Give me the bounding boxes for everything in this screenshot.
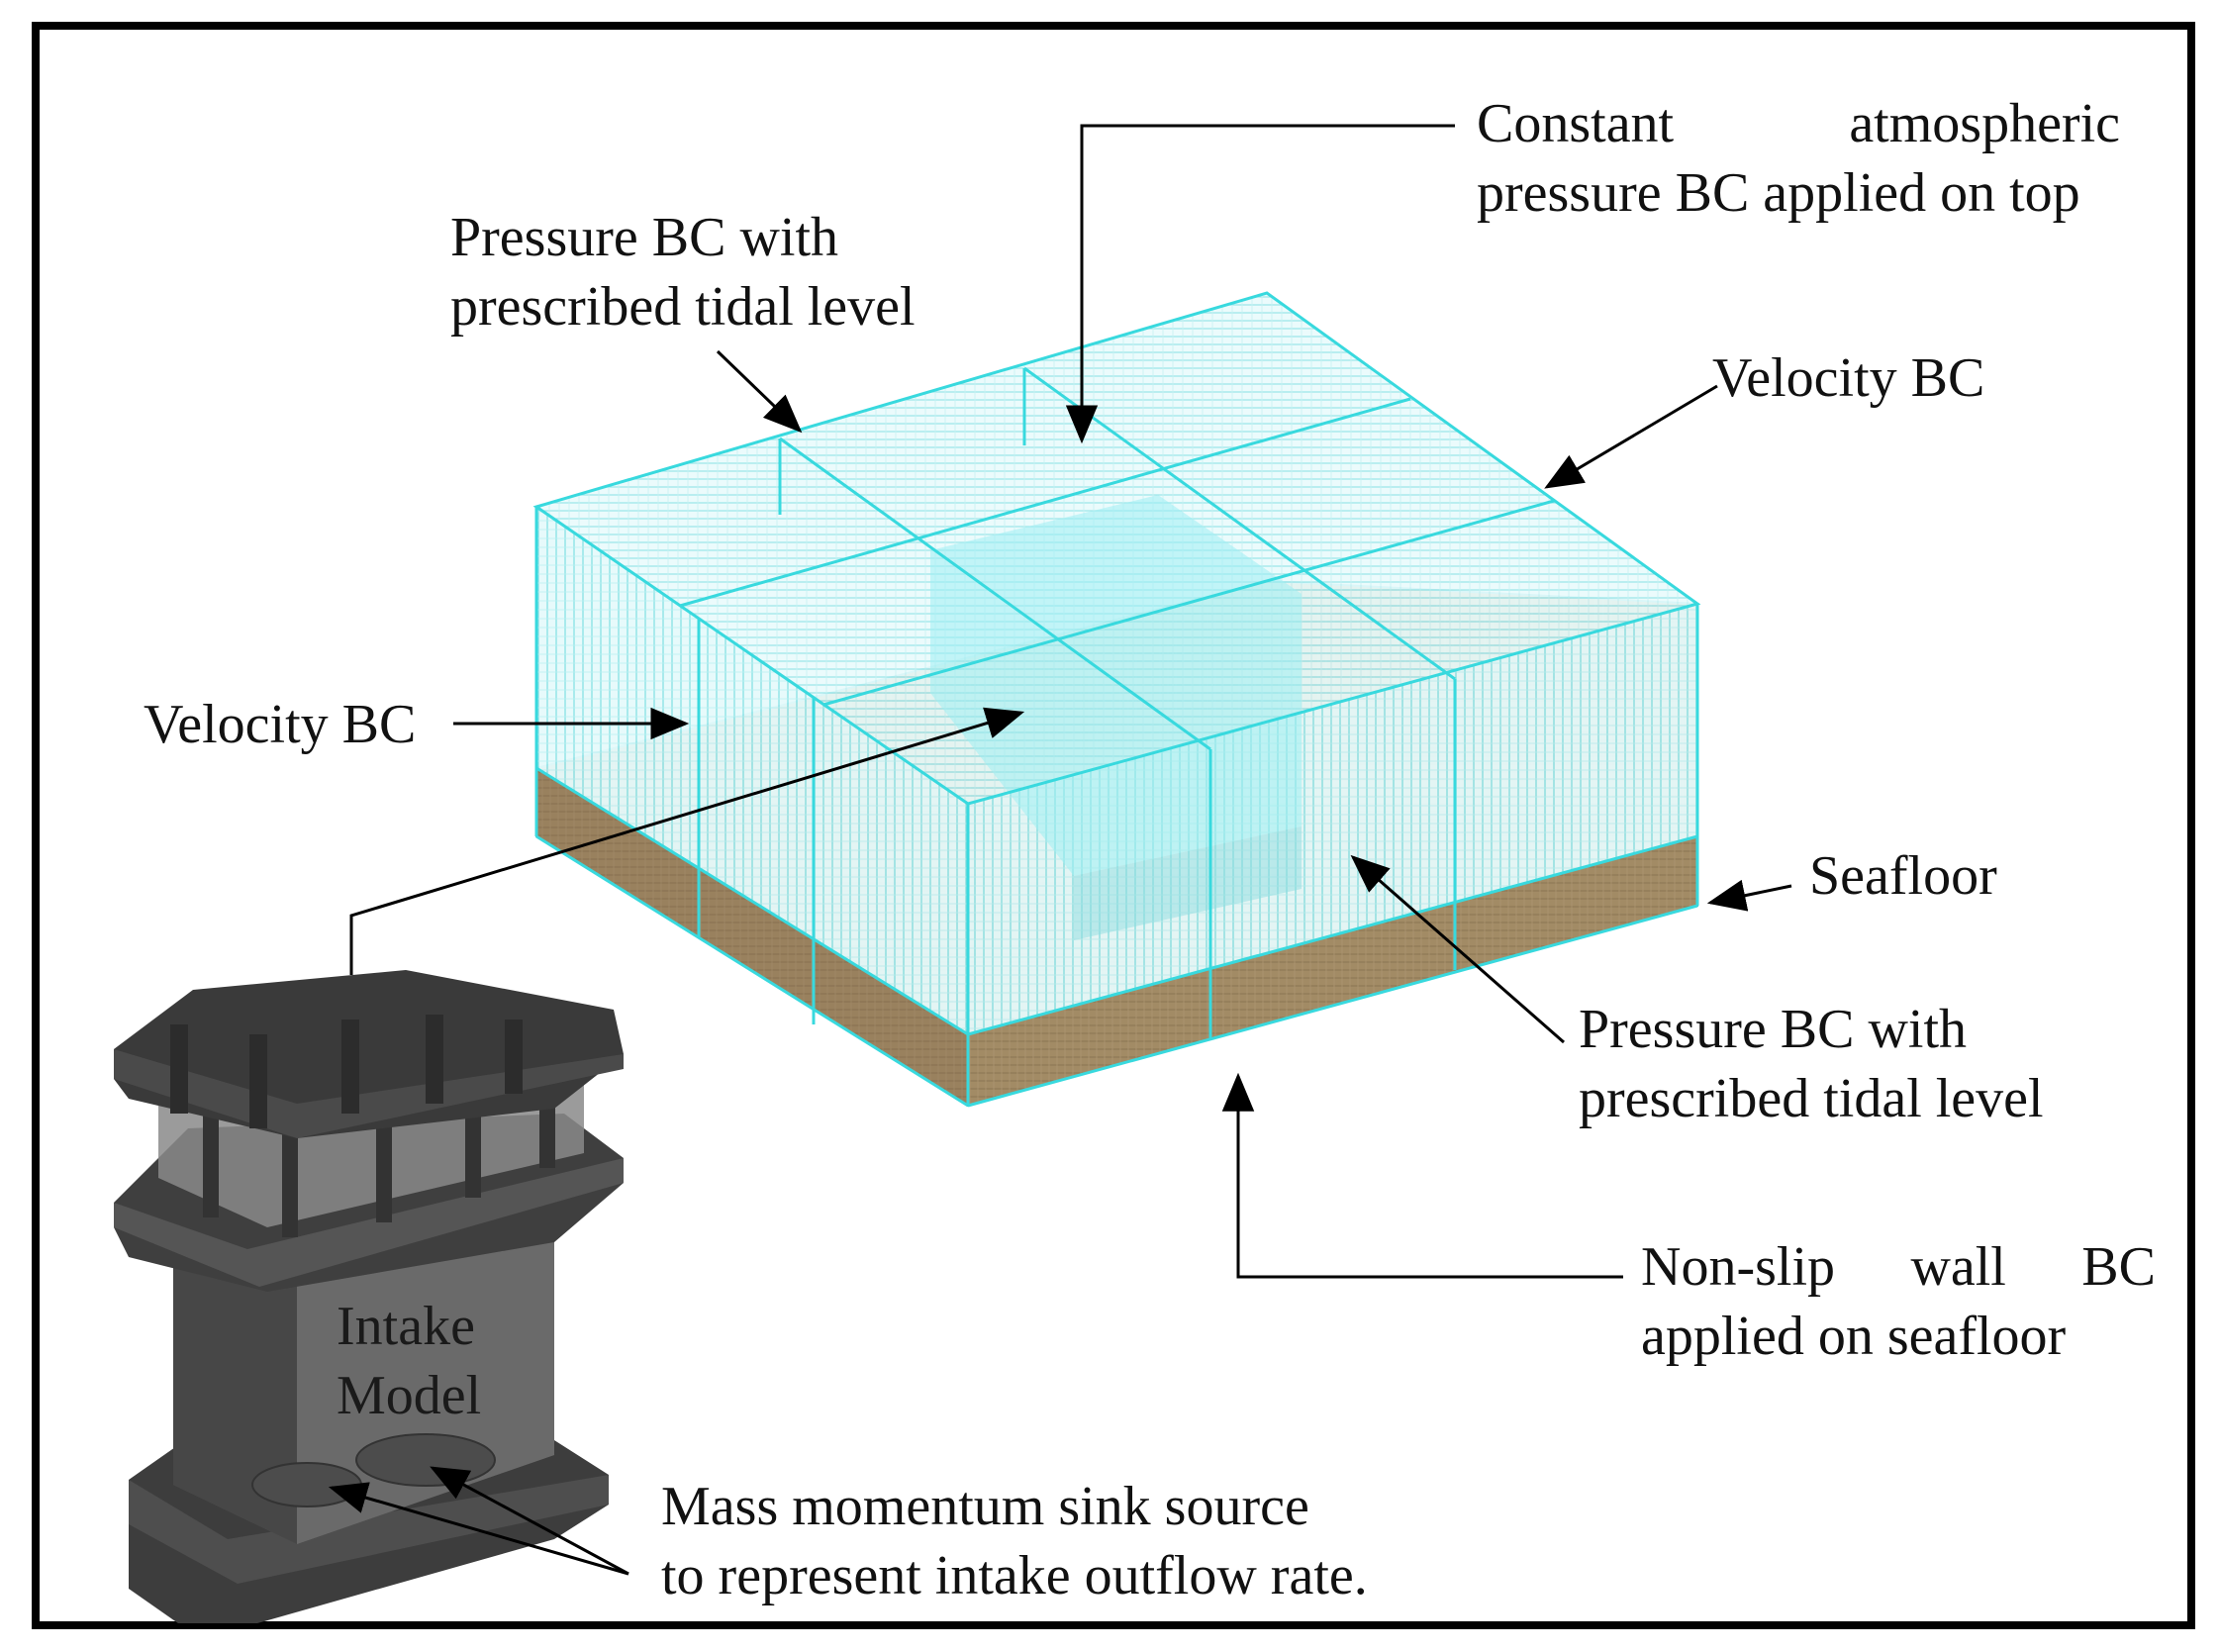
label-velocity-left: Velocity BC (144, 694, 417, 755)
leader-sink-2 (430, 1466, 629, 1576)
label-velocity-right: Velocity BC (1712, 347, 1985, 409)
label-pressure-tidal-bottom: Pressure BC with prescribed tidal level (1579, 999, 2044, 1129)
inner-refinement-zone (930, 495, 1302, 876)
leader-lines (328, 124, 1792, 1576)
label-pressure-tidal-top: Pressure BC with prescribed tidal level (450, 207, 916, 338)
leader-pressure-bottom (1350, 854, 1565, 1044)
leader-sink-1 (328, 1482, 629, 1576)
leader-velocity-right (1544, 384, 1718, 489)
right-mesh-face (968, 604, 1697, 1034)
mesh-domain (532, 291, 1701, 1108)
leader-seafloor (1706, 879, 1792, 912)
label-seafloor: Seafloor (1809, 845, 1997, 907)
figure-frame (32, 22, 2195, 1629)
left-mesh-face (536, 507, 968, 1034)
leader-non-slip (1221, 1072, 1623, 1279)
leader-pressure-top (716, 349, 803, 434)
leader-velocity-inner (349, 707, 1025, 975)
leader-constant-atm (1065, 124, 1455, 444)
label-mass-sink: Mass momentum sink source to represent i… (661, 1476, 1368, 1606)
label-intake-model: Intake Model (337, 1296, 482, 1426)
